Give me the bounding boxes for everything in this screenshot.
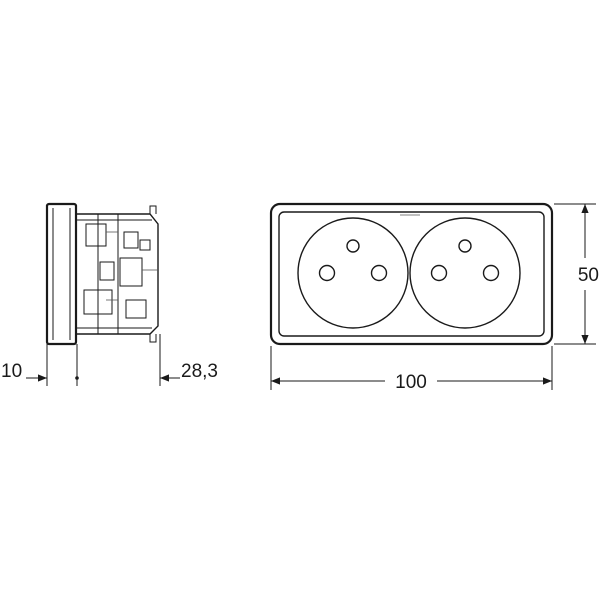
side-view: 10 28,3: [1, 202, 218, 386]
dimension-front-height: 50: [554, 203, 599, 345]
socket-left: [297, 217, 409, 329]
socket-right-earth-pin: [458, 239, 472, 253]
socket-left-hole-right: [370, 264, 388, 282]
side-view-cover-plate: [45, 202, 78, 346]
front-plate-inner: [278, 211, 545, 337]
socket-right-hole-left: [430, 264, 448, 282]
socket-left-earth-pin: [346, 239, 360, 253]
dimension-label-10: 10: [1, 361, 22, 382]
front-plate-outer: [269, 202, 554, 346]
dimension-front-width: 100: [270, 346, 553, 393]
front-view: 100 50: [269, 202, 599, 393]
dimension-label-100: 100: [395, 372, 427, 393]
dimension-label-28-3: 28,3: [181, 361, 218, 382]
socket-right: [409, 217, 521, 329]
dimension-side-front-depth: 10: [1, 344, 79, 386]
dimension-side-body-depth: 28,3: [159, 334, 218, 386]
side-view-mechanism: [76, 205, 159, 343]
socket-right-hole-right: [482, 264, 500, 282]
socket-left-hole-left: [318, 264, 336, 282]
dimension-label-50: 50: [578, 265, 599, 286]
